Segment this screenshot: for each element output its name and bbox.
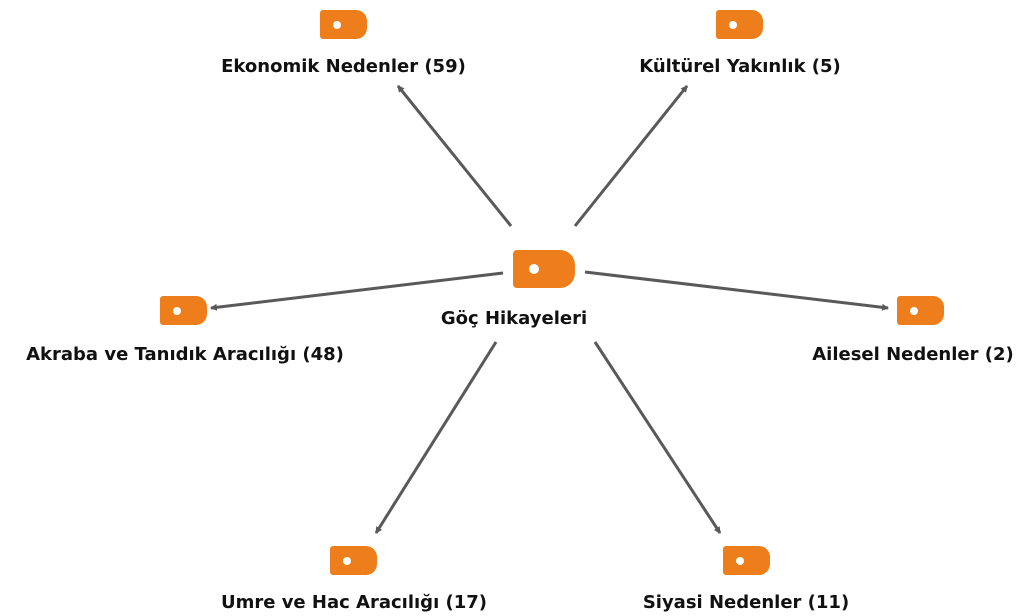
code-label: Ailesel Nedenler (2) [812, 344, 1014, 365]
code-label: Ekonomik Nedenler (59) [221, 56, 466, 77]
code-tag-icon [330, 546, 377, 575]
code-label: Akraba ve Tanıdık Aracılığı (48) [26, 344, 344, 365]
code-tag-dot [736, 557, 744, 565]
code-tag-icon [716, 10, 763, 39]
code-tag-icon [897, 296, 944, 325]
edge-to-ekonomik [396, 85, 513, 227]
code-tag-dot [529, 264, 539, 274]
code-label: Siyasi Nedenler (11) [642, 592, 850, 613]
code-tag-dot [729, 21, 737, 29]
code-tag-dot [173, 307, 181, 315]
edge-to-siyasi [593, 341, 722, 534]
code-label: Göç Hikayeleri [440, 308, 588, 329]
edge-to-umre [374, 341, 498, 534]
code-label: Kültürel Yakınlık (5) [639, 56, 841, 77]
code-tag-icon [513, 250, 575, 288]
code-tag-dot [343, 557, 351, 565]
code-tag-dot [333, 21, 341, 29]
code-tag-icon [320, 10, 367, 39]
code-label: Umre ve Hac Aracılığı (17) [220, 592, 488, 613]
edge-to-akraba [209, 271, 504, 311]
edge-to-kulturel [573, 85, 689, 227]
code-tag-icon [723, 546, 770, 575]
edge-to-ailesel [584, 270, 890, 311]
code-tag-icon [160, 296, 207, 325]
code-tag-dot [910, 307, 918, 315]
